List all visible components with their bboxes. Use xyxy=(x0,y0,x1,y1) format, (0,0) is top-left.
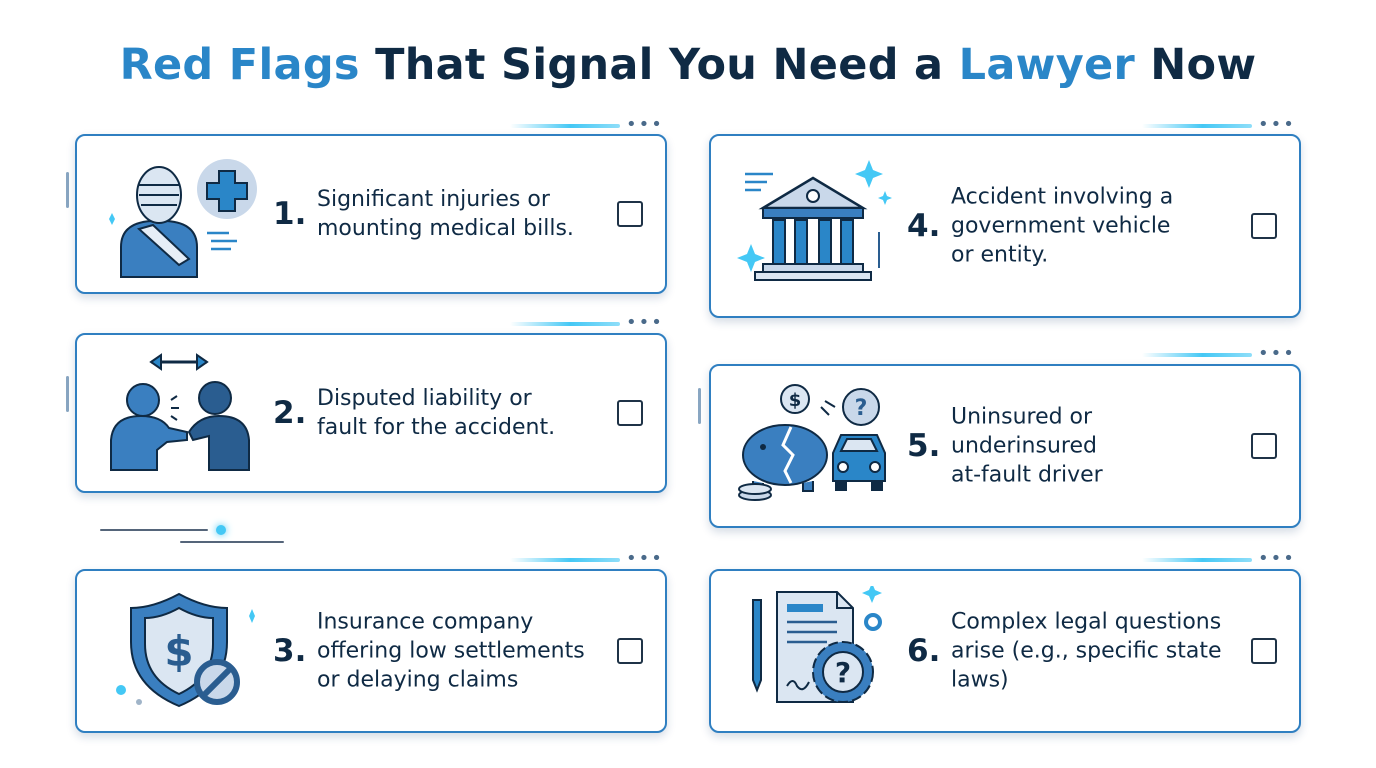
decor-tick xyxy=(66,376,69,412)
item-number: 3. xyxy=(273,633,307,669)
red-flag-card-1: 1. Significant injuries or mounting medi… xyxy=(75,134,667,294)
decor-glow-line xyxy=(1142,353,1252,357)
title-middle: That Signal You Need a xyxy=(359,40,959,90)
item-text: Uninsured or underinsured at-fault drive… xyxy=(951,404,1103,488)
decor-dots: ••• xyxy=(626,312,664,333)
item-text: Disputed liability or fault for the acci… xyxy=(317,386,556,440)
item-number: 5. xyxy=(907,428,941,464)
item-text: Significant injuries or mounting medical… xyxy=(317,187,574,241)
red-flag-card-6: ? 6. Complex legal questions arise (e.g.… xyxy=(709,569,1301,733)
legal-document-gear-icon: ? xyxy=(733,571,893,731)
decor-dots: ••• xyxy=(626,548,664,569)
decor-gray-line xyxy=(100,529,208,531)
red-flag-card-3: $ 3. Insurance company offering low sett… xyxy=(75,569,667,733)
decor-tick xyxy=(66,172,69,208)
title-highlight-red-flags: Red Flags xyxy=(119,40,360,90)
item-number: 6. xyxy=(907,633,941,669)
shield-dollar-icon: $ xyxy=(99,571,259,731)
decor-glow-line xyxy=(1142,558,1252,562)
item-number: 2. xyxy=(273,395,307,431)
decor-glow-line xyxy=(510,322,620,326)
decor-glow-dot xyxy=(216,525,226,535)
red-flag-card-2: 2. Disputed liability or fault for the a… xyxy=(75,333,667,493)
item-checkbox[interactable] xyxy=(1251,213,1277,239)
injured-person-icon xyxy=(99,136,259,292)
item-number: 1. xyxy=(273,196,307,232)
item-checkbox[interactable] xyxy=(1251,638,1277,664)
item-text: Insurance company offering low settlemen… xyxy=(317,609,585,693)
red-flag-card-5: $ ? 5. Uninsured or underinsured at-faul… xyxy=(709,364,1301,528)
arguing-people-icon xyxy=(99,335,259,491)
item-checkbox[interactable] xyxy=(617,201,643,227)
svg-text:$: $ xyxy=(164,627,193,676)
decor-glow-line xyxy=(1142,124,1252,128)
svg-text:?: ? xyxy=(855,396,868,421)
decor-gray-line xyxy=(180,541,284,543)
decor-dots: ••• xyxy=(1258,343,1296,364)
decor-dots: ••• xyxy=(1258,548,1296,569)
decor-glow-line xyxy=(510,124,620,128)
svg-text:$: $ xyxy=(789,390,802,411)
government-building-icon xyxy=(733,136,893,316)
item-text: Accident involving a government vehicle … xyxy=(951,184,1174,268)
item-checkbox[interactable] xyxy=(617,400,643,426)
item-number: 4. xyxy=(907,208,941,244)
item-checkbox[interactable] xyxy=(1251,433,1277,459)
title-highlight-lawyer: Lawyer xyxy=(958,40,1135,90)
item-text: Complex legal questions arise (e.g., spe… xyxy=(951,609,1222,693)
decor-dots: ••• xyxy=(1258,114,1296,135)
item-checkbox[interactable] xyxy=(617,638,643,664)
decor-glow-line xyxy=(510,558,620,562)
decor-dots: ••• xyxy=(626,114,664,135)
decor-tick xyxy=(698,388,701,424)
svg-text:?: ? xyxy=(835,656,851,689)
page-title: Red Flags That Signal You Need a Lawyer … xyxy=(0,40,1376,90)
red-flag-card-4: 4. Accident involving a government vehic… xyxy=(709,134,1301,318)
broken-piggy-bank-car-icon: $ ? xyxy=(733,366,893,526)
title-end: Now xyxy=(1135,40,1257,90)
